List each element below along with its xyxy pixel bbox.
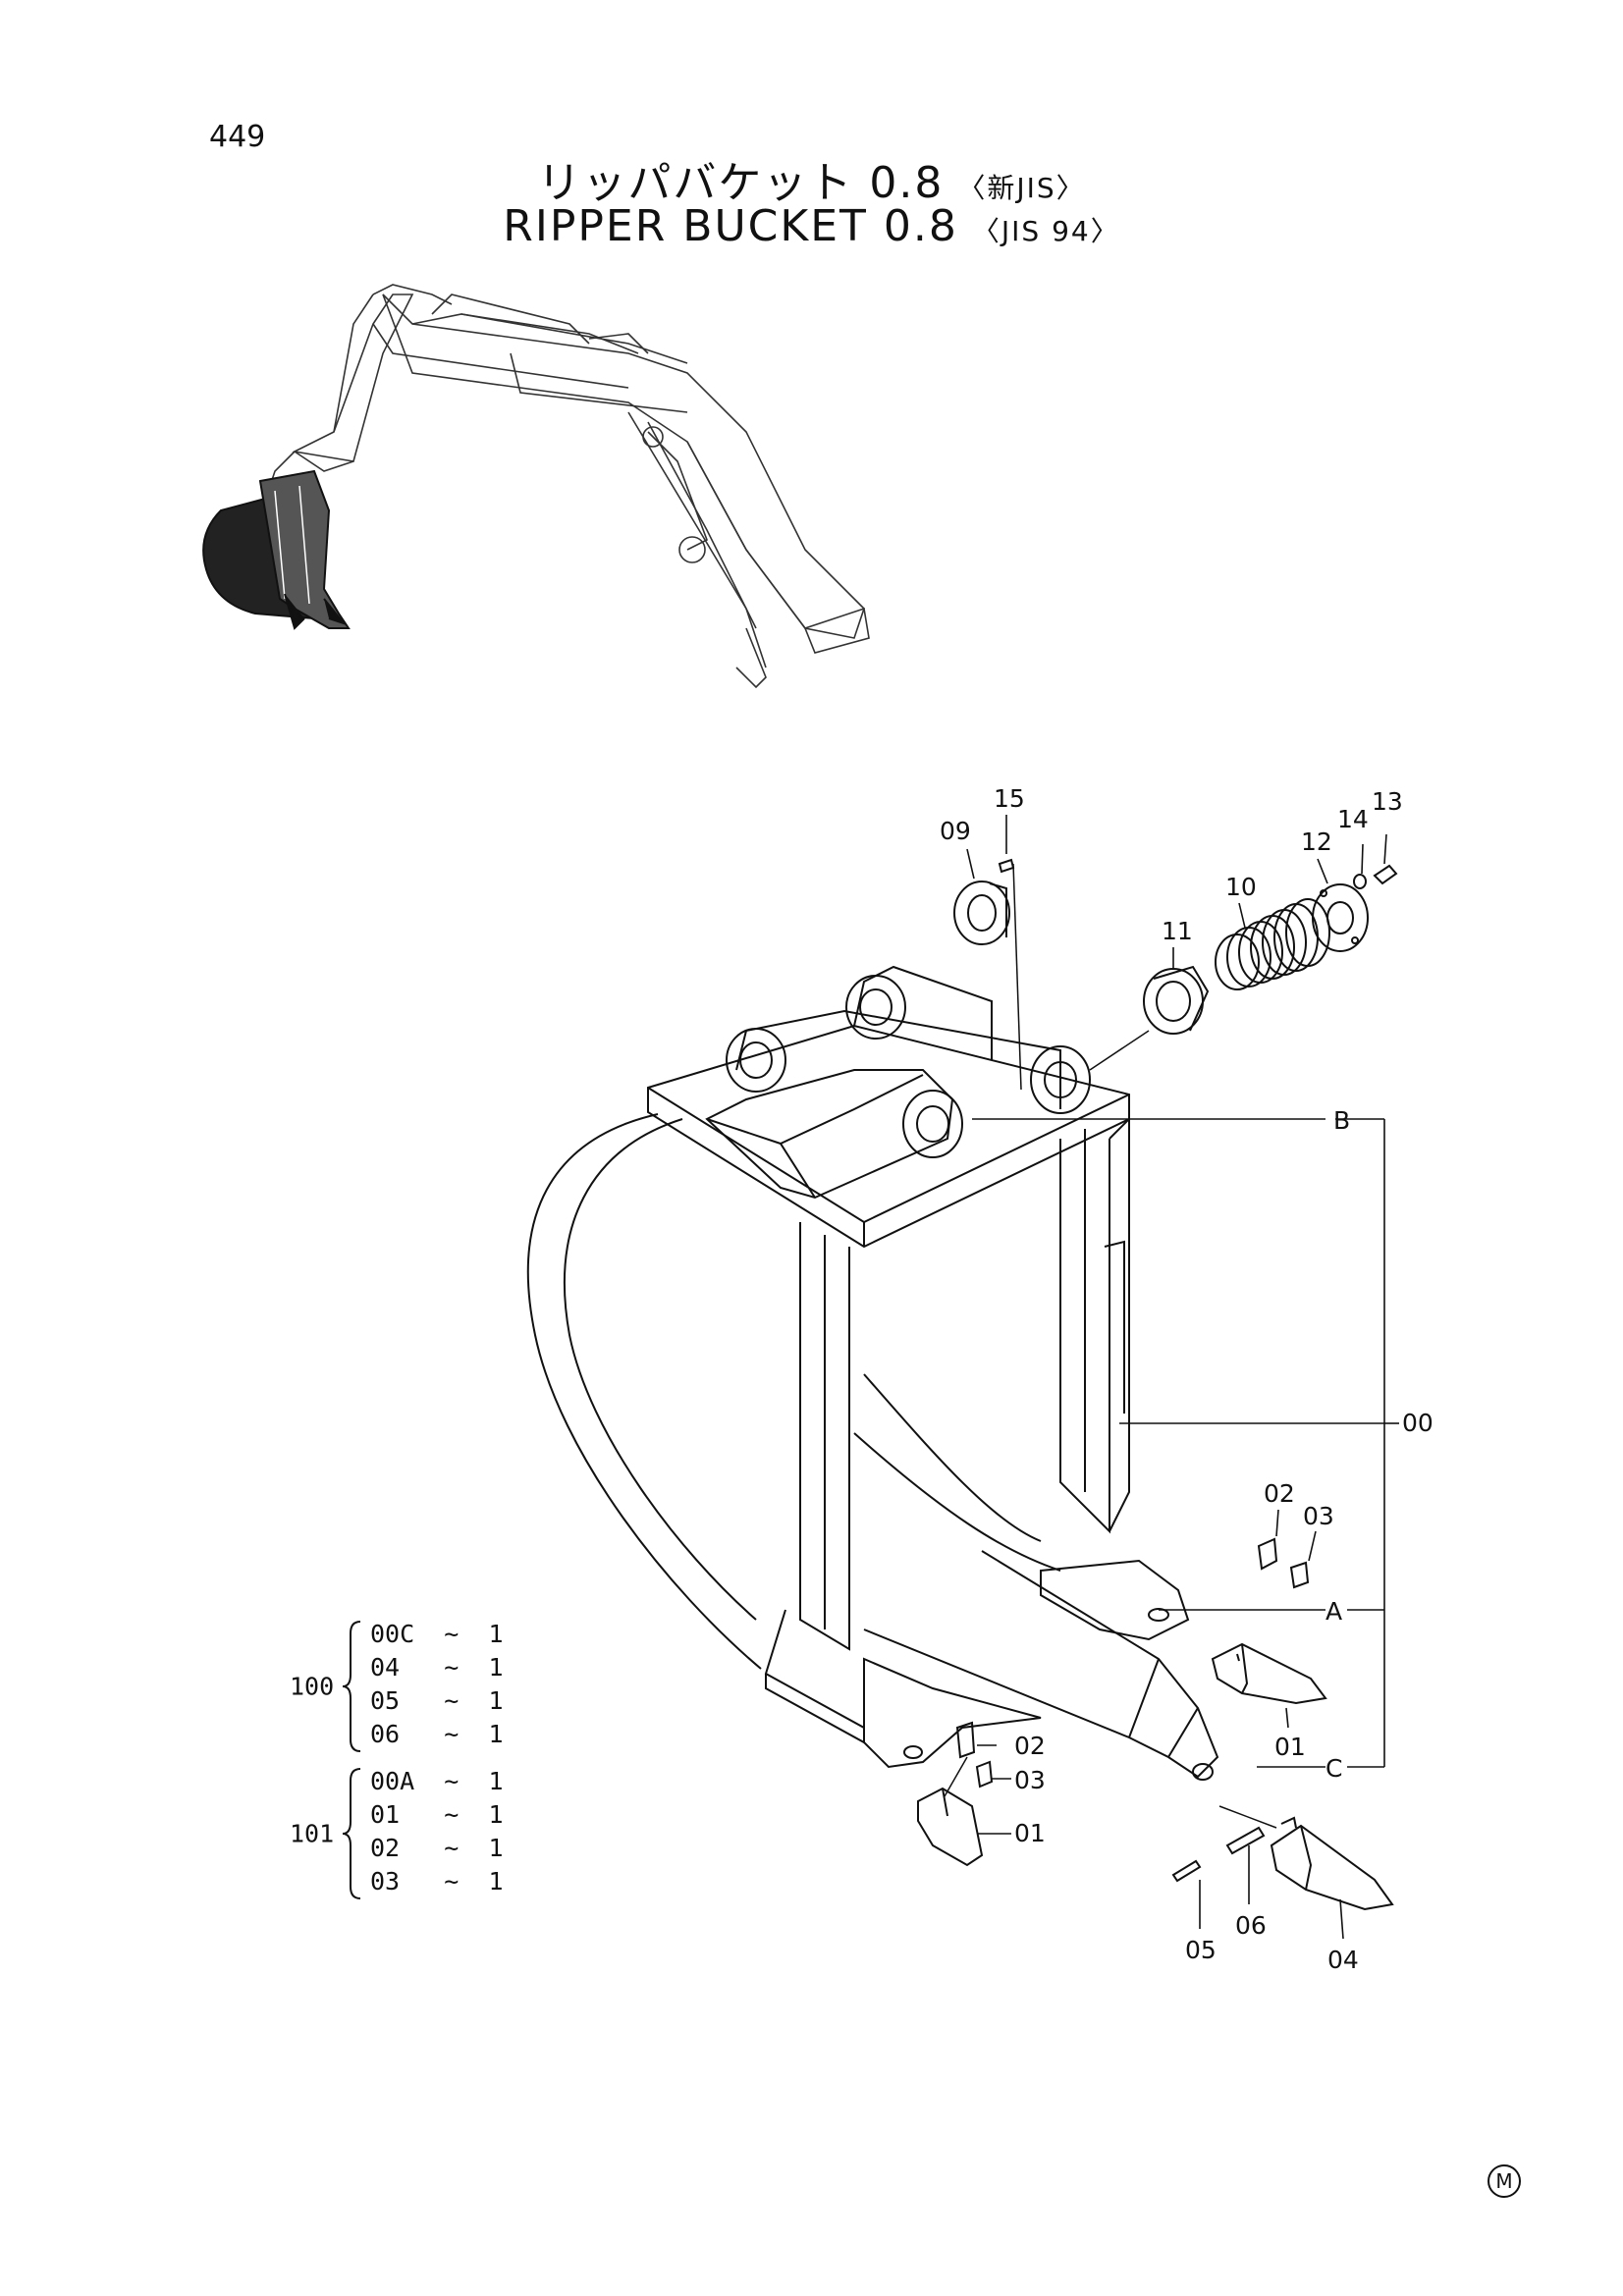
callout-10: 10: [1225, 873, 1257, 901]
part-13-bolt: [1373, 864, 1398, 885]
part-09-washer: [953, 881, 1010, 945]
assembly-line-04: [1218, 1805, 1277, 1829]
bucket-thumbnail: [202, 469, 351, 630]
part-15-pin: [998, 858, 1015, 874]
callout-01-right: 01: [1274, 1733, 1306, 1761]
kit-row: 06 ~ 1: [370, 1720, 504, 1748]
title-jp-text: リッパバケット 0.8: [537, 158, 945, 208]
part-05-pin: [1171, 1859, 1202, 1883]
callout-04: 04: [1327, 1946, 1359, 1974]
part-02-pin-left: [955, 1721, 976, 1759]
callout-03-left: 03: [1014, 1766, 1046, 1794]
callout-14: 14: [1337, 805, 1369, 833]
callout-15: 15: [994, 784, 1025, 813]
kit-101: 101 00A ~ 1 01 ~ 1 02 ~ 1 03 ~ 1: [290, 1765, 565, 1902]
brace-icon: [342, 1768, 361, 1899]
kit-row: 00A ~ 1: [370, 1767, 504, 1795]
part-12-plate: [1312, 883, 1369, 952]
kit-100: 100 00C ~ 1 04 ~ 1 05 ~ 1 06 ~ 1: [290, 1618, 565, 1755]
assembly-line-left-tooth: [944, 1756, 968, 1797]
kit-row: 05 ~ 1: [370, 1686, 504, 1715]
ripper-bucket-body: [526, 965, 1219, 1781]
callout-B: B: [1333, 1106, 1350, 1135]
kit-id: 100: [290, 1672, 335, 1701]
title-en-text: RIPPER BUCKET 0.8: [503, 201, 958, 251]
assembly-line-11: [1089, 1030, 1150, 1071]
assembly-line-09: [1012, 863, 1022, 1091]
callout-11: 11: [1162, 917, 1193, 945]
part-03-lock-left: [975, 1760, 994, 1789]
kit-row: 03 ~ 1: [370, 1867, 504, 1896]
kit-row: 04 ~ 1: [370, 1653, 504, 1682]
part-11-collar: [1143, 965, 1210, 1035]
callout-C: C: [1325, 1754, 1342, 1783]
kit-row: 00C ~ 1: [370, 1620, 504, 1648]
callout-labels: 15 09 14 13 12 10 11 B 00 A 02 03 01 C 0…: [940, 784, 1434, 1974]
title-english: RIPPER BUCKET 0.8 〈JIS 94〉: [0, 201, 1623, 251]
part-01-tooth-right: [1211, 1642, 1327, 1705]
kit-id: 101: [290, 1819, 335, 1848]
callout-09: 09: [940, 817, 971, 845]
callout-05: 05: [1185, 1936, 1217, 1964]
leader-lines: [966, 815, 1399, 1940]
kit-row: 01 ~ 1: [370, 1800, 504, 1829]
callout-01-left: 01: [1014, 1819, 1046, 1847]
title-en-standard: 〈JIS 94〉: [971, 215, 1120, 247]
part-02-pin-right: [1257, 1537, 1278, 1571]
callout-00: 00: [1402, 1409, 1434, 1437]
catalog-mark: M: [1488, 2164, 1521, 2198]
excavator-thumbnail: [254, 284, 870, 689]
part-04-tooth: [1270, 1816, 1394, 1911]
part-14-washer: [1353, 874, 1367, 889]
title-jp-standard: 〈新JIS〉: [957, 172, 1086, 204]
part-06-pin: [1225, 1826, 1266, 1855]
callout-06: 06: [1235, 1911, 1267, 1940]
callout-03-right: 03: [1303, 1502, 1334, 1530]
part-01-tooth-left: [917, 1787, 984, 1867]
kit-row: 02 ~ 1: [370, 1834, 504, 1862]
callout-13: 13: [1372, 787, 1403, 816]
callout-02-right: 02: [1264, 1479, 1295, 1508]
callout-02-left: 02: [1014, 1732, 1046, 1760]
title-japanese: リッパバケット 0.8 〈新JIS〉: [0, 147, 1623, 210]
brace-icon: [342, 1621, 361, 1752]
page-number: 449: [209, 120, 266, 154]
callout-A: A: [1325, 1597, 1342, 1626]
part-10-spring: [1215, 898, 1330, 990]
callout-12: 12: [1301, 828, 1332, 856]
part-03-lock-right: [1289, 1561, 1310, 1589]
